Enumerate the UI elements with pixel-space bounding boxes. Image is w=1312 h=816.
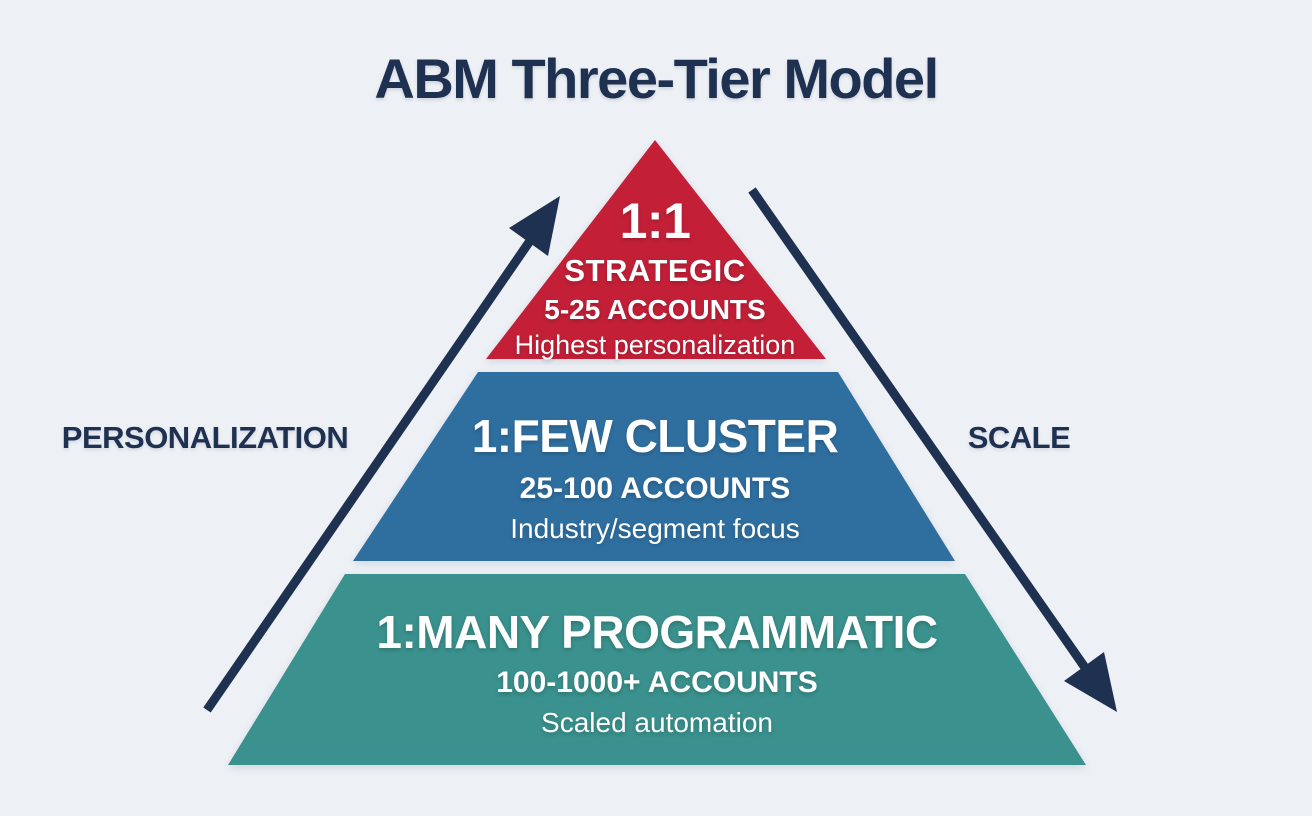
tier-cluster-accounts: 25-100 ACCOUNTS: [519, 472, 791, 505]
personalization-arrow-shaft: [203, 232, 538, 713]
tier-programmatic-shape: [228, 574, 1086, 765]
tier-programmatic-text: 1:MANY PROGRAMMATIC 100-1000+ ACCOUNTS S…: [307, 606, 1007, 740]
personalization-arrowhead-icon: [509, 196, 560, 256]
personalization-arrow-icon: [203, 196, 560, 713]
scale-arrow-icon: [748, 187, 1117, 712]
personalization-label: PERSONALIZATION: [61, 420, 349, 455]
tier-cluster-name: 1:FEW CLUSTER: [471, 410, 839, 462]
tier-programmatic-accounts: 100-1000+ ACCOUNTS: [496, 666, 818, 699]
scale-label: SCALE: [967, 420, 1071, 455]
tier-programmatic-description: Scaled automation: [541, 707, 773, 738]
tier-strategic-name: STRATEGIC: [564, 253, 746, 288]
tier-strategic-shape: [486, 140, 826, 359]
scale-arrow-shaft: [748, 187, 1090, 672]
tier-cluster-shape: [353, 372, 955, 561]
tier-strategic-accounts: 5-25 ACCOUNTS: [544, 294, 766, 325]
diagram-title: ABM Three-Tier Model: [374, 47, 939, 110]
scale-arrowhead-icon: [1064, 652, 1117, 712]
tier-cluster-description: Industry/segment focus: [510, 513, 800, 544]
tier-cluster-text: 1:FEW CLUSTER 25-100 ACCOUNTS Industry/s…: [405, 410, 905, 546]
tier-strategic-description: Highest personalization: [514, 330, 796, 360]
tier-programmatic-name: 1:MANY PROGRAMMATIC: [376, 606, 938, 658]
tier-strategic-ratio: 1:1: [619, 193, 691, 249]
tier-strategic-text: 1:1 STRATEGIC 5-25 ACCOUNTS Highest pers…: [455, 194, 855, 361]
